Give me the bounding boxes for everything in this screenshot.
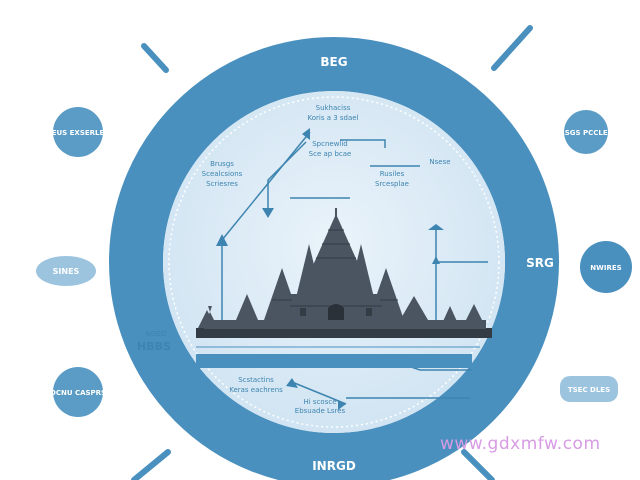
decor-line-bottom-left (131, 449, 171, 480)
water-band (196, 354, 472, 368)
bubble-bottom-right: TSEC DLES (560, 376, 618, 402)
inner-label-top-b-2: Sce ap bcae (309, 150, 352, 158)
bubble-mid-right-text: NWIRES (590, 264, 621, 272)
bubble-top-right-text: RSGS PCCLES (559, 129, 612, 137)
inner-label-top-a-2: Koris a 3 sdael (307, 114, 358, 122)
inner-label-left-2: Scealcsions (202, 170, 243, 178)
decor-line-top-left (141, 43, 169, 73)
bubble-mid-left: SINES (36, 256, 96, 286)
bubble-mid-left-text: SINES (53, 267, 80, 276)
decor-line-bottom-right (461, 449, 495, 480)
inner-label-left-3: Scriesres (206, 180, 238, 188)
ring-label-bottom: INRGD (312, 459, 356, 473)
inner-label-right-2: Srcesplae (375, 180, 409, 188)
side-text-left-upper: NGED (146, 330, 166, 338)
inner-label-lower-4: Ebsuade Lsres (295, 407, 346, 415)
bubble-top-left: NEUS EXSERLEN (46, 107, 110, 157)
outer-ring (109, 37, 559, 480)
bubble-top-right: RSGS PCCLES (559, 110, 613, 154)
inner-label-left-1: Brusgs (210, 160, 234, 168)
bubble-mid-right: NWIRES (580, 241, 632, 293)
temple-icon (196, 208, 492, 338)
inner-disc-outline (168, 96, 500, 428)
bubble-bottom-right-text: TSEC DLES (568, 386, 610, 394)
inner-label-top-a-1: Sukhaciss (316, 104, 351, 112)
inner-label-lower-1: Scstactins (238, 376, 274, 384)
ring-label-right: SRG (526, 256, 554, 270)
bubble-bottom-left-text: OCNU CASPRS (50, 389, 106, 397)
ring-label-top: BEG (320, 55, 347, 69)
side-text-left-lower: HBBS (137, 340, 171, 353)
bubble-top-left-text: NEUS EXSERLEN (46, 129, 110, 137)
arrowheads (216, 128, 444, 410)
inner-label-mid-right: Nsese (429, 158, 450, 166)
inner-label-right-1: Rusiles (380, 170, 405, 178)
watermark: www.gdxmfw.com (440, 434, 601, 454)
inner-label-top-b-1: Spcnewlid (312, 140, 348, 148)
inner-label-lower-2: Keras eachrens (229, 386, 283, 394)
inner-label-lower-3: Hi scosce (303, 398, 336, 406)
bubble-bottom-left: OCNU CASPRS (50, 367, 106, 417)
decor-line-top-right (491, 25, 533, 71)
